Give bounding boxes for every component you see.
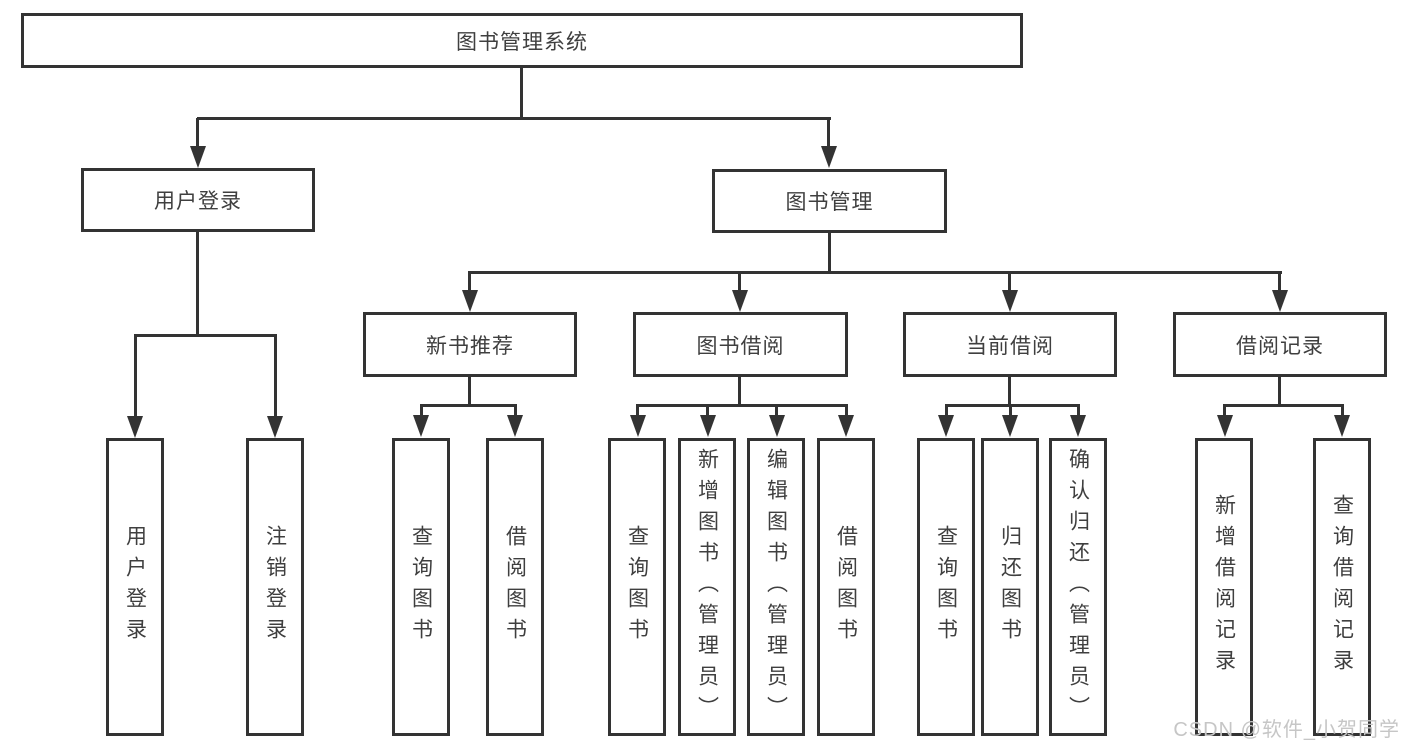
node-borrow-records: 借阅记录 [1173, 312, 1387, 377]
connector-line [1008, 273, 1011, 291]
connector-line [1341, 406, 1344, 416]
arrow-down-icon [1002, 290, 1018, 312]
connector-line [636, 406, 639, 416]
leaf-newbook-query-book-label: 查询图书 [409, 525, 433, 649]
connector-line [738, 377, 741, 405]
connector-line [1009, 406, 1012, 416]
leaf-current-confirm-return-admin: 确认归还（管理员） [1049, 438, 1107, 736]
connector-line [1223, 406, 1226, 416]
connector-line [468, 377, 471, 405]
node-current-borrow: 当前借阅 [903, 312, 1117, 377]
node-book-borrow: 图书借阅 [633, 312, 848, 377]
connector-line [514, 406, 517, 416]
arrow-down-icon [267, 416, 283, 438]
connector-line [134, 336, 137, 416]
leaf-newbook-borrow-book: 借阅图书 [486, 438, 544, 736]
connector-line [520, 66, 523, 120]
arrow-down-icon [190, 146, 206, 168]
connector-line [1008, 377, 1011, 405]
arrow-down-icon [1002, 415, 1018, 437]
connector-line [274, 336, 277, 416]
connector-line [845, 406, 848, 416]
leaf-current-confirm-return-admin-label: 确认归还（管理员） [1066, 447, 1090, 727]
leaf-borrow-query-book: 查询图书 [608, 438, 666, 736]
node-borrow-records-label: 借阅记录 [1236, 334, 1324, 358]
arrow-down-icon [838, 415, 854, 437]
leaf-current-return-book-label: 归还图书 [998, 525, 1022, 649]
node-current-borrow-label: 当前借阅 [966, 334, 1054, 358]
arrow-down-icon [630, 415, 646, 437]
arrow-down-icon [127, 416, 143, 438]
leaf-borrow-borrow-book-label: 借阅图书 [834, 525, 858, 649]
leaf-borrow-add-book-admin-label: 新增图书（管理员） [695, 447, 719, 727]
connector-line [828, 233, 831, 273]
arrow-down-icon [1334, 415, 1350, 437]
leaf-current-return-book: 归还图书 [981, 438, 1039, 736]
connector-line [197, 117, 831, 120]
arrow-down-icon [700, 415, 716, 437]
node-book-management-label: 图书管理 [785, 191, 874, 214]
arrow-down-icon [1217, 415, 1233, 437]
leaf-current-query-book: 查询图书 [917, 438, 975, 736]
node-new-book-recommend-label: 新书推荐 [426, 334, 514, 358]
connector-line [827, 118, 830, 148]
connector-line [420, 406, 423, 416]
connector-line [945, 404, 1080, 407]
connector-line [636, 404, 848, 407]
leaf-logout: 注销登录 [246, 438, 304, 736]
leaf-newbook-borrow-book-label: 借阅图书 [503, 525, 527, 649]
connector-line [420, 404, 517, 407]
leaf-records-add-record-label: 新增借阅记录 [1212, 494, 1236, 680]
arrow-down-icon [732, 290, 748, 312]
leaf-newbook-query-book: 查询图书 [392, 438, 450, 736]
leaf-current-query-book-label: 查询图书 [934, 525, 958, 649]
leaf-borrow-edit-book-admin-label: 编辑图书（管理员） [764, 447, 788, 727]
connector-line [738, 273, 741, 291]
connector-line [1223, 404, 1344, 407]
leaf-borrow-edit-book-admin: 编辑图书（管理员） [747, 438, 805, 736]
connector-line [1278, 377, 1281, 405]
leaf-borrow-borrow-book: 借阅图书 [817, 438, 875, 736]
arrow-down-icon [821, 146, 837, 168]
node-book-management: 图书管理 [712, 169, 947, 233]
connector-line [945, 406, 948, 416]
node-user-login-label: 用户登录 [154, 190, 242, 213]
node-new-book-recommend: 新书推荐 [363, 312, 577, 377]
connector-line [134, 334, 277, 337]
leaf-logout-label: 注销登录 [263, 525, 287, 649]
leaf-records-query-record-label: 查询借阅记录 [1330, 494, 1354, 680]
csdn-watermark: CSDN @软件_小贺同学 [1173, 719, 1400, 741]
arrow-down-icon [938, 415, 954, 437]
arrow-down-icon [507, 415, 523, 437]
leaf-records-query-record: 查询借阅记录 [1313, 438, 1371, 736]
leaf-borrow-add-book-admin: 新增图书（管理员） [678, 438, 736, 736]
connector-line [196, 232, 199, 336]
leaf-user-login-label: 用户登录 [123, 525, 147, 649]
connector-line [1077, 406, 1080, 416]
leaf-user-login: 用户登录 [106, 438, 164, 736]
arrow-down-icon [1070, 415, 1086, 437]
arrow-down-icon [413, 415, 429, 437]
connector-line [706, 406, 709, 416]
leaf-records-add-record: 新增借阅记录 [1195, 438, 1253, 736]
arrow-down-icon [462, 290, 478, 312]
connector-line [1278, 273, 1281, 291]
arrow-down-icon [769, 415, 785, 437]
node-root-label: 图书管理系统 [456, 30, 588, 54]
node-book-borrow-label: 图书借阅 [696, 334, 785, 358]
connector-line [775, 406, 778, 416]
node-root: 图书管理系统 [21, 13, 1023, 68]
connector-line [468, 271, 1282, 274]
connector-line [196, 118, 199, 148]
node-user-login: 用户登录 [81, 168, 315, 232]
leaf-borrow-query-book-label: 查询图书 [625, 525, 649, 649]
arrow-down-icon [1272, 290, 1288, 312]
connector-line [468, 273, 471, 291]
